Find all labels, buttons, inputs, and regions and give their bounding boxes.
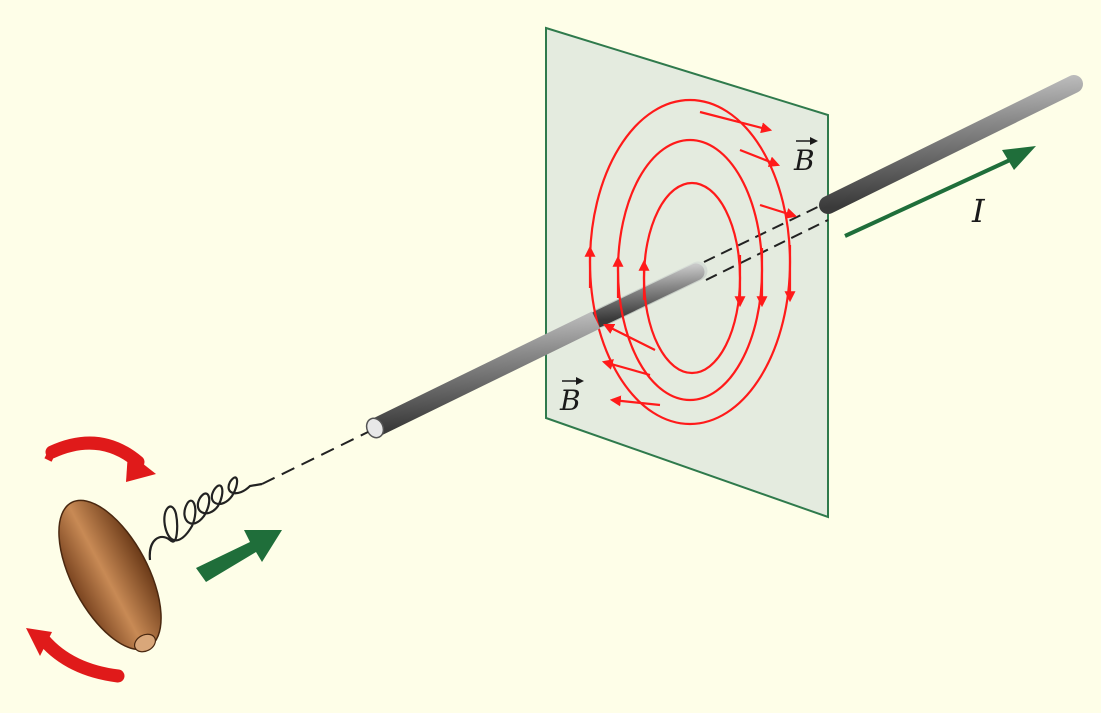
wire-inside-plane bbox=[589, 263, 705, 328]
current-direction-arrow bbox=[844, 146, 1036, 238]
field-direction-arrows bbox=[584, 110, 798, 407]
field-label-lower-text: B bbox=[559, 384, 581, 417]
wire-hidden-dashes bbox=[703, 201, 829, 281]
screw-axis-dashes bbox=[261, 431, 369, 485]
field-label-lower: B bbox=[559, 377, 584, 417]
field-arrow-bottom-middle bbox=[601, 359, 651, 377]
field-arrow-top-middle bbox=[739, 148, 781, 167]
wire-front-segment bbox=[365, 311, 601, 439]
current-label: I bbox=[971, 192, 986, 230]
rotation-arrow-top-icon bbox=[44, 436, 156, 482]
field-arrow-top-inner bbox=[759, 203, 798, 219]
field-label-upper: B bbox=[793, 137, 818, 177]
screwdriver-handle-icon bbox=[58, 499, 162, 653]
field-label-upper-text: B bbox=[793, 144, 815, 177]
field-arrow-bottom-outer bbox=[609, 395, 661, 407]
wire-far-segment bbox=[819, 75, 1083, 214]
field-arrow-bottom-inner bbox=[603, 324, 656, 351]
field-arrow-top-outer bbox=[699, 110, 773, 134]
rotation-arrow-bottom-icon bbox=[26, 628, 125, 683]
push-direction-arrow-icon bbox=[196, 530, 282, 582]
wire-end-cap bbox=[365, 417, 385, 439]
corkscrew-spring-icon bbox=[148, 476, 263, 561]
